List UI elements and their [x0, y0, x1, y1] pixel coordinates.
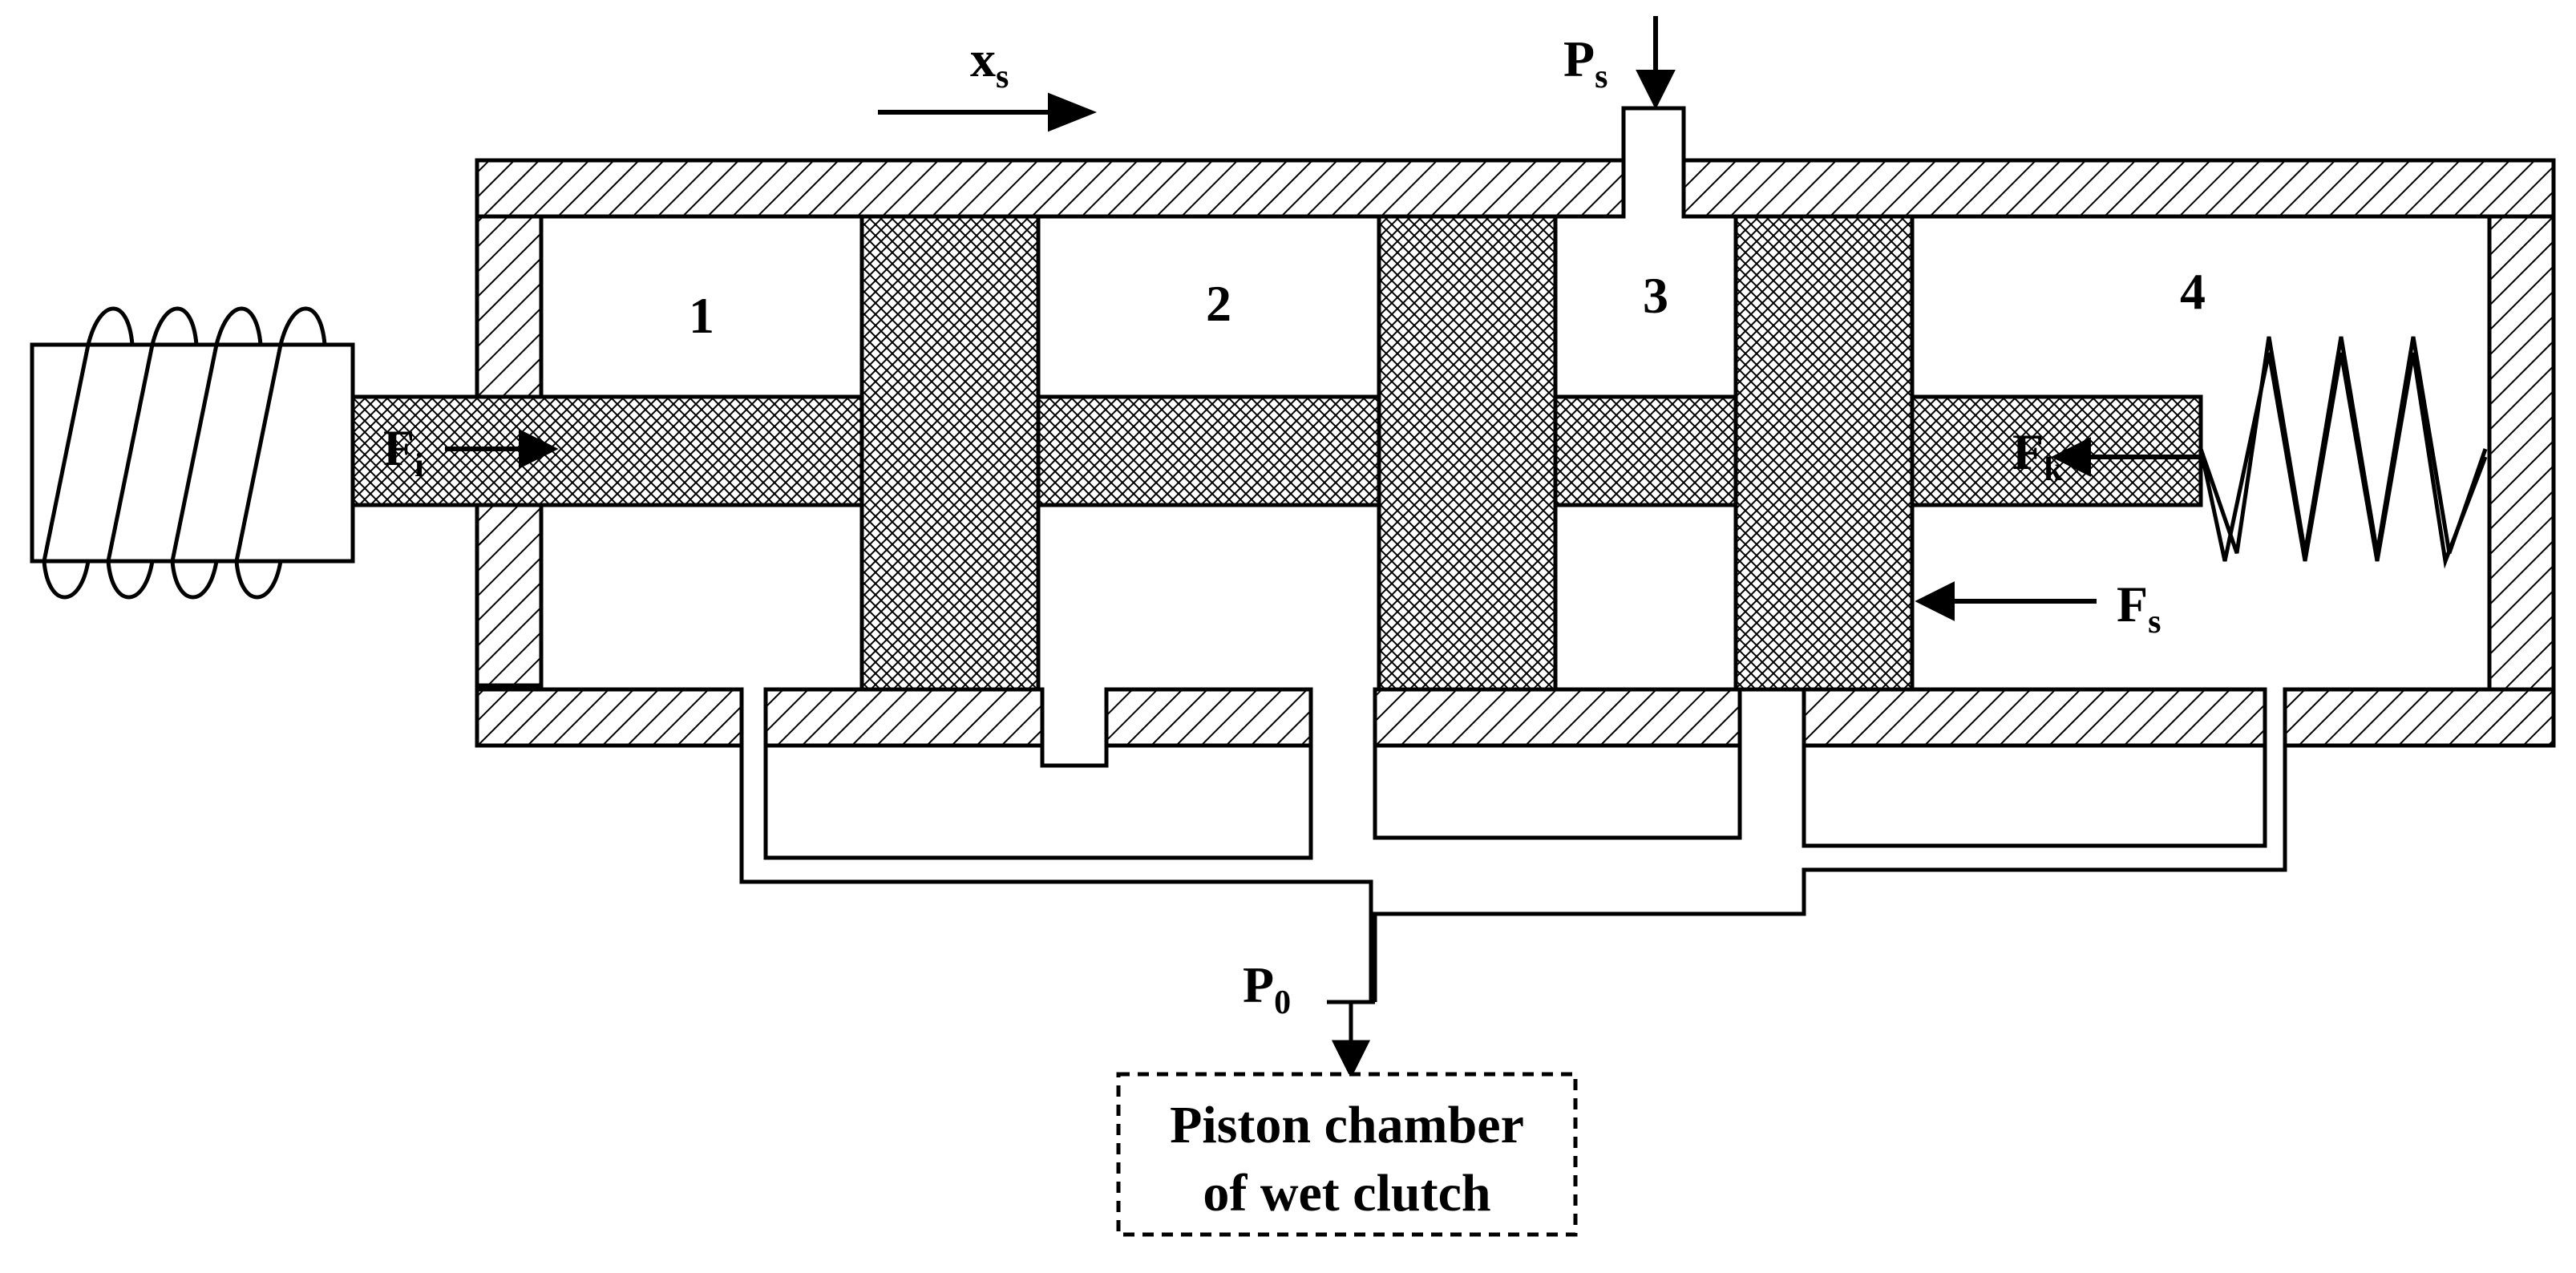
supply-arrow: [1636, 16, 1676, 110]
chamber-4-label: 4: [2180, 263, 2206, 320]
spool-land-3: [1733, 214, 1915, 692]
chamber-1-label: 1: [689, 287, 714, 344]
spool-land-1: [859, 214, 1041, 692]
solenoid-force-label: Fi: [383, 419, 424, 484]
output-channels: [739, 689, 2287, 1079]
piston-chamber-line2: of wet clutch: [1203, 1164, 1490, 1222]
supply-pressure-label: Ps: [1563, 30, 1607, 95]
displacement-arrow: [878, 92, 1098, 132]
flow-force-arrow: [1915, 581, 2097, 621]
spool: [350, 214, 2203, 692]
solenoid: [30, 306, 355, 600]
return-spring: [2198, 336, 2488, 569]
piston-chamber-box: [1116, 1072, 1578, 1237]
flow-force-label: Fs: [2117, 576, 2161, 641]
spool-land-2: [1377, 214, 1558, 692]
displacement-label: xs: [970, 30, 1009, 95]
chamber-3-label: 3: [1643, 267, 1668, 324]
solenoid-force-arrow: [445, 429, 559, 469]
supply-port: [1621, 106, 1686, 216]
valve-body: [475, 158, 2556, 748]
chamber-2-label: 2: [1206, 275, 1231, 332]
output-pressure-label: P0: [1243, 956, 1291, 1021]
spring-force-arrow: [2051, 437, 2201, 477]
spring-force-label: Fk: [2012, 423, 2063, 488]
piston-chamber-line1: Piston chamber: [1170, 1096, 1524, 1154]
